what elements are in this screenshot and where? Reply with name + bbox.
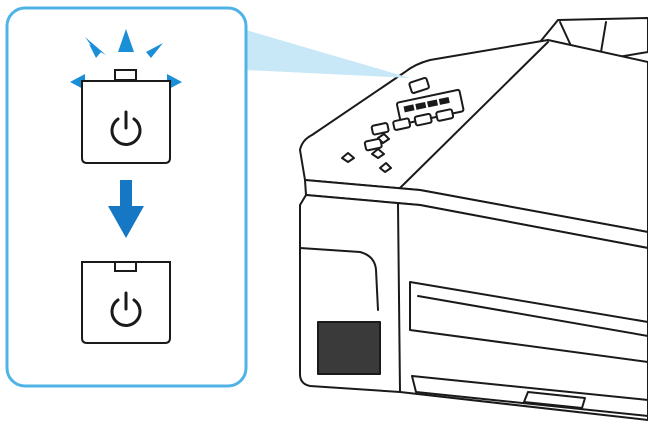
lamp-indicator-off [114,261,137,272]
callout-box [5,6,248,388]
callout-pointer [246,30,410,78]
lcd-display [395,88,465,126]
lamp-indicator [114,69,137,81]
paper-output-inner [417,295,648,337]
vent-grille [317,321,381,375]
body-divider [397,203,401,393]
arrow-down-icon [108,180,144,238]
printer-illustration [299,17,648,421]
power-icon [110,110,142,146]
side-panel-line [299,247,379,311]
tray-handle [523,391,586,409]
scanner-lid-edge [399,41,549,189]
panel-small-buttons [341,133,392,173]
printer-top-body [299,39,648,233]
panel-buttons [363,108,455,152]
state-lamp-off [81,261,171,344]
state-lamp-blinking [70,29,182,164]
power-icon [110,291,142,327]
paper-output-slot [409,281,648,363]
power-button [408,76,430,94]
